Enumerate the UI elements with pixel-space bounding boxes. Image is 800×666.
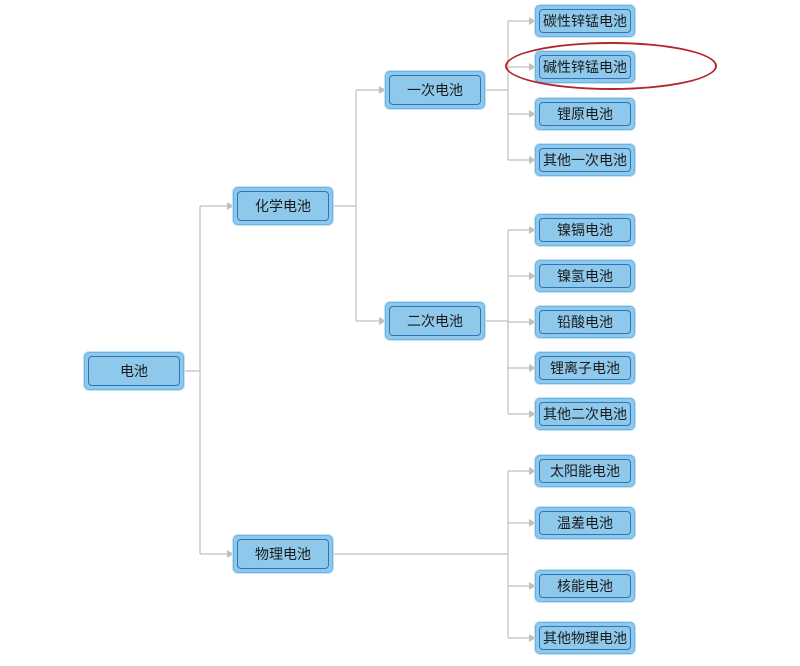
leaf-label: 其他二次电池: [539, 402, 631, 426]
leaf-label: 镍氢电池: [539, 264, 631, 288]
leaf-physical-item: 其他物理电池: [535, 622, 635, 654]
leaf-label: 核能电池: [539, 574, 631, 598]
leaf-label: 其他物理电池: [539, 626, 631, 650]
node-secondary-battery-label: 二次电池: [389, 306, 481, 336]
node-battery-label: 电池: [88, 356, 180, 386]
node-battery: 电池: [84, 352, 184, 390]
leaf-label: 铅酸电池: [539, 310, 631, 334]
node-primary-battery-label: 一次电池: [389, 75, 481, 105]
leaf-secondary-item: 镍氢电池: [535, 260, 635, 292]
leaf-primary-item: 其他一次电池: [535, 144, 635, 176]
highlight-ellipse: [505, 42, 717, 90]
leaf-physical-item: 温差电池: [535, 507, 635, 539]
node-physical-battery: 物理电池: [233, 535, 333, 573]
node-secondary-battery: 二次电池: [385, 302, 485, 340]
leaf-physical-item: 核能电池: [535, 570, 635, 602]
leaf-label: 锂离子电池: [539, 356, 631, 380]
node-physical-battery-label: 物理电池: [237, 539, 329, 569]
leaf-secondary-item: 镍镉电池: [535, 214, 635, 246]
leaf-secondary-item: 铅酸电池: [535, 306, 635, 338]
leaf-label: 锂原电池: [539, 102, 631, 126]
leaf-label: 太阳能电池: [539, 459, 631, 483]
leaf-label: 其他一次电池: [539, 148, 631, 172]
leaf-label: 镍镉电池: [539, 218, 631, 242]
node-chemical-battery-label: 化学电池: [237, 191, 329, 221]
leaf-label: 碳性锌锰电池: [539, 9, 631, 33]
node-chemical-battery: 化学电池: [233, 187, 333, 225]
node-primary-battery: 一次电池: [385, 71, 485, 109]
leaf-label: 温差电池: [539, 511, 631, 535]
leaf-secondary-item: 锂离子电池: [535, 352, 635, 384]
leaf-secondary-item: 其他二次电池: [535, 398, 635, 430]
leaf-physical-item: 太阳能电池: [535, 455, 635, 487]
leaf-primary-item: 锂原电池: [535, 98, 635, 130]
leaf-primary-item: 碳性锌锰电池: [535, 5, 635, 37]
